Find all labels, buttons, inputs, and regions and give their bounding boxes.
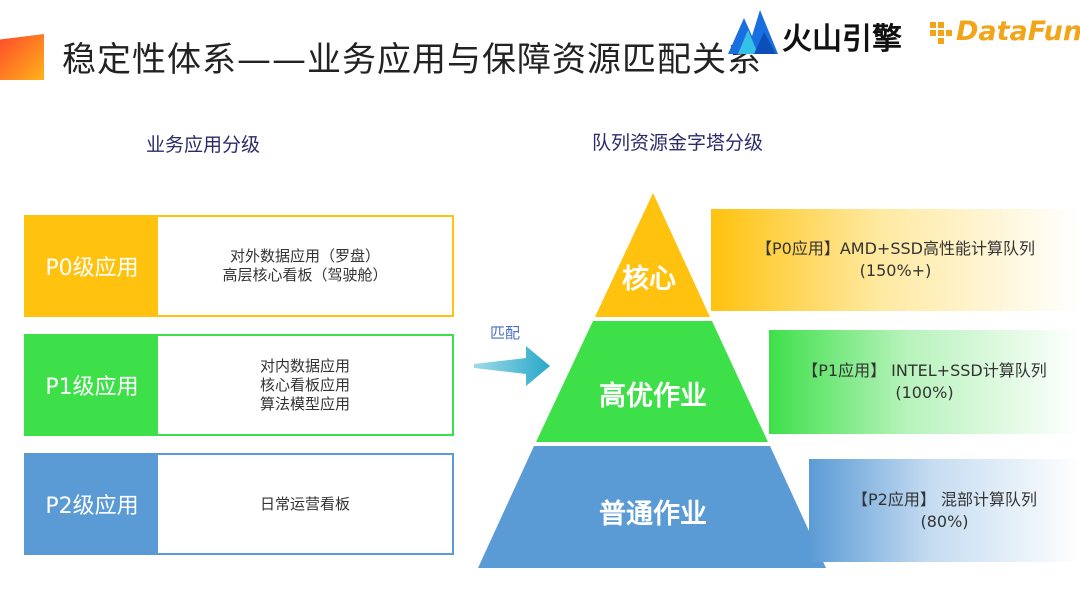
pyramid-label-core: 核心: [622, 264, 676, 295]
app-item: 算法模型应用: [259, 394, 350, 413]
match-arrow-icon: [474, 346, 550, 386]
app-tier-label: P0级应用: [26, 217, 158, 315]
queue-box-p2: 【P2应用】 混部计算队列 (80%): [809, 459, 1080, 562]
app-tier-row-p1: P1级应用 对内数据应用 核心看板应用 算法模型应用: [24, 334, 454, 436]
datafun-logo-icon: [930, 22, 952, 44]
app-tier-description: 对内数据应用 核心看板应用 算法模型应用: [158, 336, 452, 434]
queue-capacity: (100%): [895, 383, 954, 402]
queue-name: 【P1应用】 INTEL+SSD计算队列: [802, 361, 1047, 380]
app-item: 日常运营看板: [259, 494, 350, 513]
app-tier-label: P2级应用: [26, 455, 158, 553]
logo-partner-text: DataFun.: [956, 16, 1080, 47]
queue-capacity: (150%+): [859, 261, 932, 280]
logo-area: 火山引擎 DataFun.: [726, 6, 1080, 58]
pyramid-label-high: 高优作业: [599, 381, 707, 412]
pyramid-tier-core: [595, 193, 710, 317]
queue-name: 【P2应用】 混部计算队列: [852, 489, 1037, 509]
pyramid-label-normal: 普通作业: [599, 499, 707, 530]
pyramid-tier-normal: [478, 446, 826, 568]
app-item: 对内数据应用: [259, 356, 350, 375]
app-tier-row-p2: P2级应用 日常运营看板: [24, 453, 454, 555]
app-tier-label: P1级应用: [26, 336, 158, 434]
page-title: 稳定性体系——业务应用与保障资源匹配关系: [62, 40, 762, 80]
app-tier-description: 日常运营看板: [158, 455, 452, 553]
app-tier-description: 对外数据应用（罗盘） 高层核心看板（驾驶舱）: [158, 217, 452, 315]
app-item: 高层核心看板（驾驶舱）: [222, 266, 388, 284]
match-arrow-label: 匹配: [490, 324, 521, 342]
volcano-logo-icon: [728, 10, 778, 54]
queue-box-p1: 【P1应用】 INTEL+SSD计算队列 (100%): [769, 330, 1080, 434]
left-section-heading: 业务应用分级: [146, 134, 261, 156]
app-tier-row-p0: P0级应用 对外数据应用（罗盘） 高层核心看板（驾驶舱）: [24, 215, 454, 317]
resource-pyramid: [478, 193, 826, 568]
queue-name: 【P0应用】AMD+SSD高性能计算队列: [756, 239, 1035, 258]
title-accent-bar: [0, 34, 44, 80]
right-section-heading: 队列资源金字塔分级: [592, 132, 764, 154]
logo-main-text: 火山引擎: [782, 22, 902, 57]
app-item: 对外数据应用（罗盘）: [229, 247, 380, 265]
pyramid-tier-high: [536, 321, 768, 442]
queue-capacity: (80%): [920, 511, 969, 531]
app-item: 核心看板应用: [259, 375, 350, 394]
queue-box-p0: 【P0应用】AMD+SSD高性能计算队列 (150%+): [711, 209, 1080, 311]
